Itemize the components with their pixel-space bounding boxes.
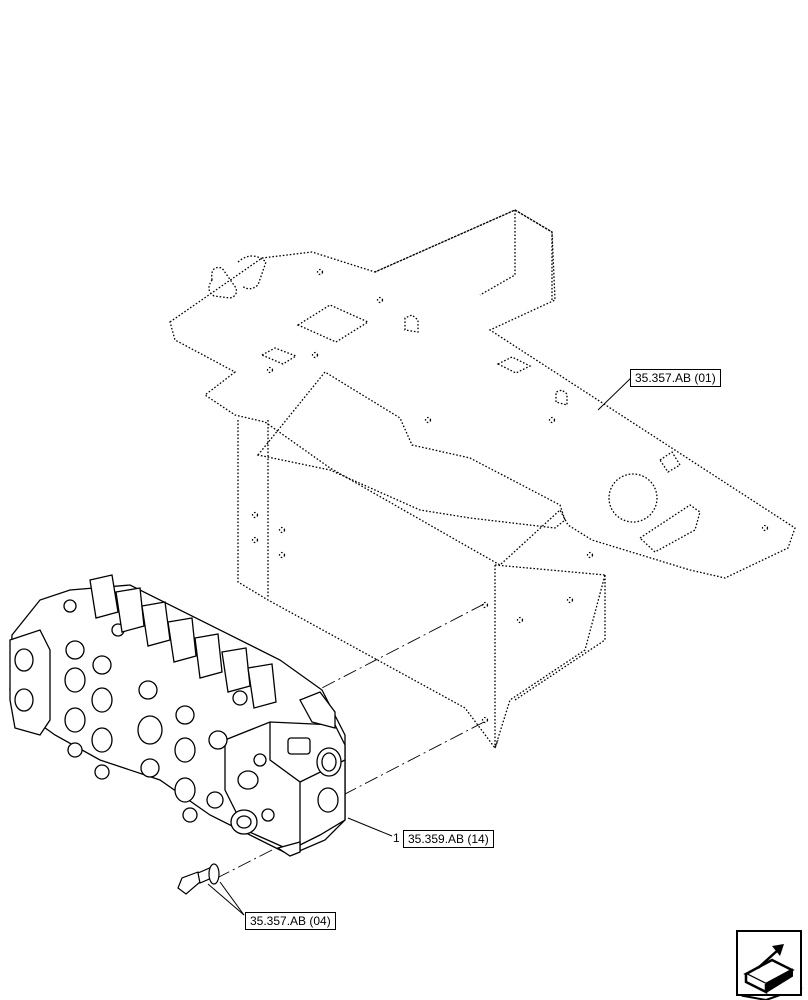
- bolt-reference-callout[interactable]: 35.357.AB (04): [245, 912, 336, 930]
- next-page-button[interactable]: [736, 930, 802, 996]
- bolt-and-washer: [177, 863, 220, 895]
- frame-reference-callout[interactable]: 35.357.AB (01): [630, 369, 721, 387]
- valve-item-number: 1: [393, 831, 400, 845]
- control-valve-assembly: [9, 574, 346, 857]
- leader-lines: [207, 376, 633, 916]
- mounting-frame: [169, 209, 796, 750]
- valve-reference-callout[interactable]: 35.359.AB (14): [403, 830, 494, 848]
- next-page-arrow-icon: [743, 944, 795, 995]
- alignment-lines: [212, 603, 485, 881]
